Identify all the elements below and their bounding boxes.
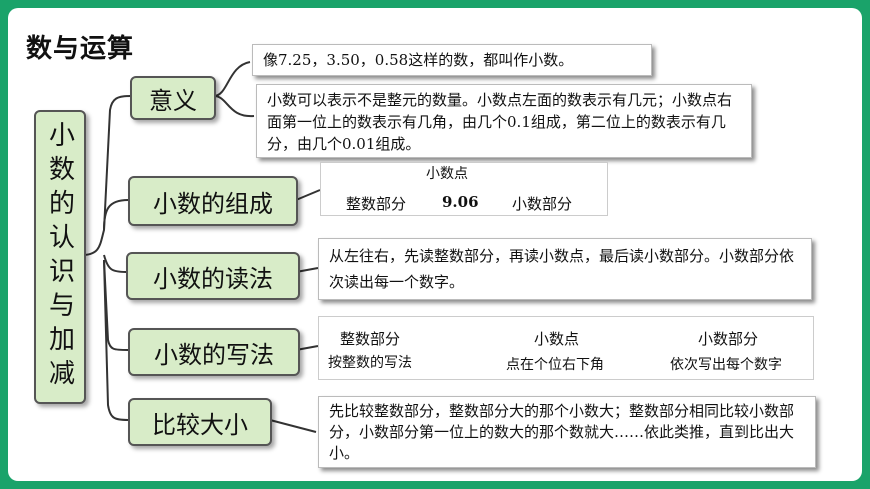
writing-step1: 整数部分 [340,330,401,348]
meaning-example-text: 像7.25，3.50，0.58这样的数，都叫作小数。 [263,51,574,69]
node-writing-label: 小数的写法 [154,340,274,369]
brace-composition [103,199,129,231]
composition-point-label: 小数点 [426,166,468,182]
composition-example: 9.06 [442,193,479,211]
composition-integer-part: 整数部分 [346,195,407,213]
writing-step3: 小数部分 [698,330,759,348]
section-title: 数与运算 [26,34,135,64]
brace-writing [103,259,129,351]
node-compare-label: 比较大小 [152,410,248,439]
node-composition: 小数的组成 [128,176,298,226]
writing-step3-note: 依次写出每个数字 [670,357,782,373]
meaning-detail-text: 小数可以表示不是整元的数量。小数点左面的数表示有几元；小数点右面第一位上的数表示… [267,91,733,153]
meaning-brace [213,61,255,118]
node-reading: 小数的读法 [126,252,300,300]
compare-box: 先比较整数部分，整数部分大的那个小数大；整数部分相同比较小数部分，小数部分第一位… [318,396,816,468]
root-node: 小数的认识与加减 [34,110,86,404]
compare-text: 先比较整数部分，整数部分大的那个小数大；整数部分相同比较小数部分，小数部分第一位… [329,402,795,462]
line-compare [269,419,317,433]
meaning-detail-box: 小数可以表示不是整元的数量。小数点左面的数表示有几元；小数点右面第一位上的数表示… [256,84,752,158]
node-reading-label: 小数的读法 [153,264,273,293]
root-brace [81,95,131,256]
writing-step2: 小数点 [534,330,580,348]
writing-step1-note: 按整数的写法 [328,355,412,371]
node-composition-label: 小数的组成 [153,189,273,218]
composition-box [320,162,608,216]
composition-decimal-part: 小数部分 [512,195,573,213]
node-meaning: 意义 [130,76,216,120]
reading-box: 从左往右，先读整数部分，再读小数点，最后读小数部分。小数部分依次读出每一个数字。 [318,238,812,300]
writing-step2-note: 点在个位右下角 [506,357,604,373]
node-compare: 比较大小 [128,398,272,446]
node-writing: 小数的写法 [128,328,300,376]
node-meaning-label: 意义 [149,86,197,115]
reading-text: 从左往右，先读整数部分，再读小数点，最后读小数部分。小数部分依次读出每一个数字。 [329,247,795,291]
meaning-example-box: 像7.25，3.50，0.58这样的数，都叫作小数。 [252,44,652,76]
writing-box [318,316,814,380]
brace-compare [103,259,129,421]
line-composition [295,189,321,201]
root-label: 小数的认识与加减 [44,121,75,393]
brace-reading [103,254,127,273]
